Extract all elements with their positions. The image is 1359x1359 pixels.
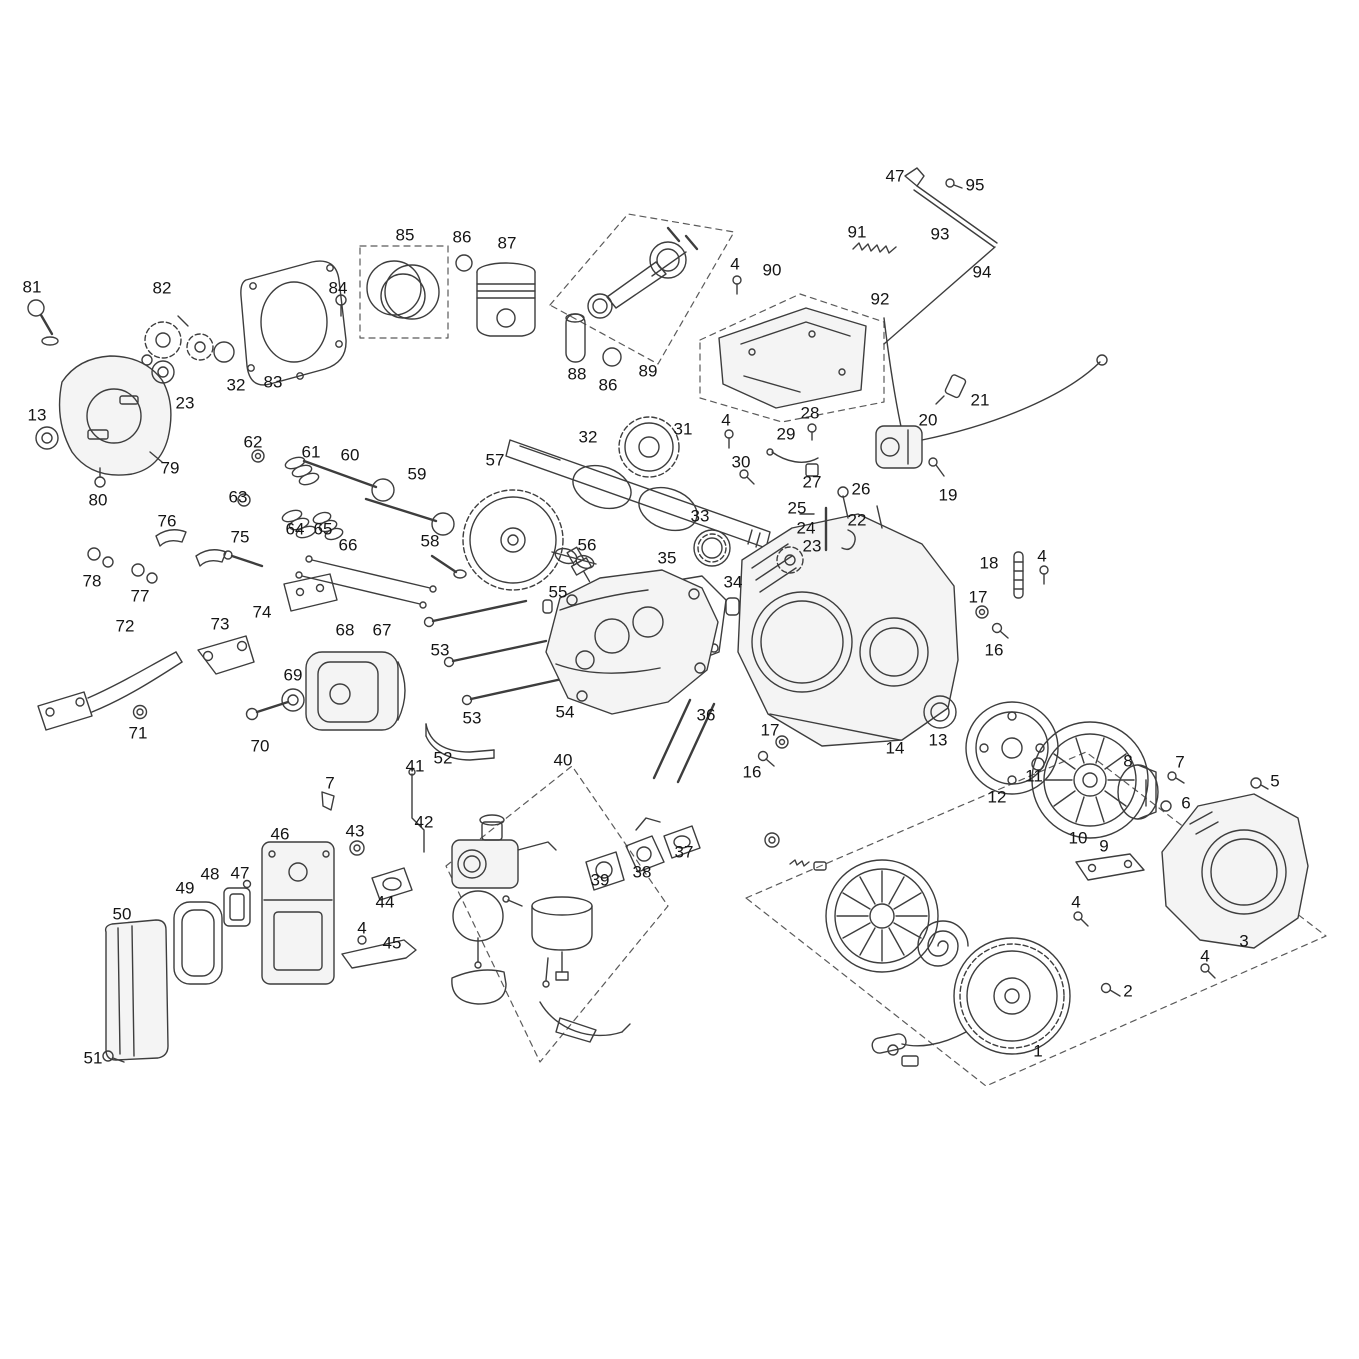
guide-plate-74 [283,573,338,612]
nut-71 [132,704,148,720]
piston-87 [476,262,536,337]
bolt-70 [245,700,290,721]
blower-housing-3 [1161,793,1309,949]
starter-cup-8 [1117,764,1159,820]
gasket-38 [625,817,665,873]
spark-plug-cap-21 [935,374,967,405]
spark-plug-56 [566,546,592,583]
tappet-58 [430,554,467,579]
valve-springs-retainers [237,449,344,541]
rocker-arms [87,529,264,584]
ignition-small-parts [739,423,856,574]
bolt-4d [357,935,367,945]
air-cleaner-cover-50 [104,919,169,1061]
muffler-67-68 [305,651,406,731]
insulator-39 [585,851,625,891]
bolt-16b [757,750,775,767]
group-boxes [359,213,1327,1087]
ignition-coil-20 [875,354,1108,469]
washer-17 [975,605,989,619]
grommet-43 [349,840,365,856]
bolt-19 [928,457,945,477]
valve-60 [302,459,395,502]
piston-rings-85 [366,260,440,320]
bracket-9 [1075,853,1145,881]
bolt-84 [335,294,347,317]
connecting-rod-89 [587,226,699,319]
governor-gear-82 [141,315,235,366]
gasket-48 [223,887,251,927]
dowel-34 [725,597,740,616]
case-gasket-83 [240,260,347,386]
breather-tube-52 [425,723,495,761]
end-cover-79 [58,355,172,476]
carburetor-40 [408,768,631,1043]
washer-13 [35,426,59,450]
gasket-44 [371,867,413,901]
oil-seal-13b [923,695,957,729]
heat-shield-90 [718,307,867,409]
head-bolts-53 [423,599,564,706]
exhaust-pipe-72 [37,651,183,731]
air-cleaner-case-46 [261,841,335,985]
push-rods-66 [295,555,437,609]
cylinder-head-54 [545,569,719,715]
governor-spring-18 [1013,551,1024,599]
bolt-16 [991,622,1009,639]
studs-36 [652,698,716,784]
screw-51 [102,1050,125,1063]
washer-17b [775,735,789,749]
crankshaft-32 [505,416,771,549]
bolt-2 [1100,982,1121,997]
bearing-23 [151,360,175,384]
nut-6 [1160,800,1172,812]
piston-pin-88 [565,313,586,363]
bolt-7r [1167,771,1185,784]
bracket-7b [321,791,335,811]
valve-59 [364,497,455,536]
washer-11 [1031,757,1045,771]
gasket-69 [281,688,305,712]
bolt-5 [1250,777,1269,790]
bolt-80 [94,467,106,488]
misc-bolts-4 [724,275,1216,979]
screw-47b [242,879,252,889]
recoil-starter-assembly [764,832,1071,1067]
bearing-33 [693,529,731,567]
gasket-37 [663,825,701,859]
starter-pulley-12 [965,701,1059,795]
governor-linkage [852,167,998,461]
bolt-4e [1039,565,1049,585]
circlip-86b [602,347,622,367]
flywheel-10 [1031,721,1149,839]
bracket-45 [341,939,417,969]
exhaust-gasket-73 [197,635,255,675]
air-filter-element-49 [173,901,223,985]
circlip-86 [455,254,473,272]
oil-sensor-bolt-81 [27,299,59,346]
